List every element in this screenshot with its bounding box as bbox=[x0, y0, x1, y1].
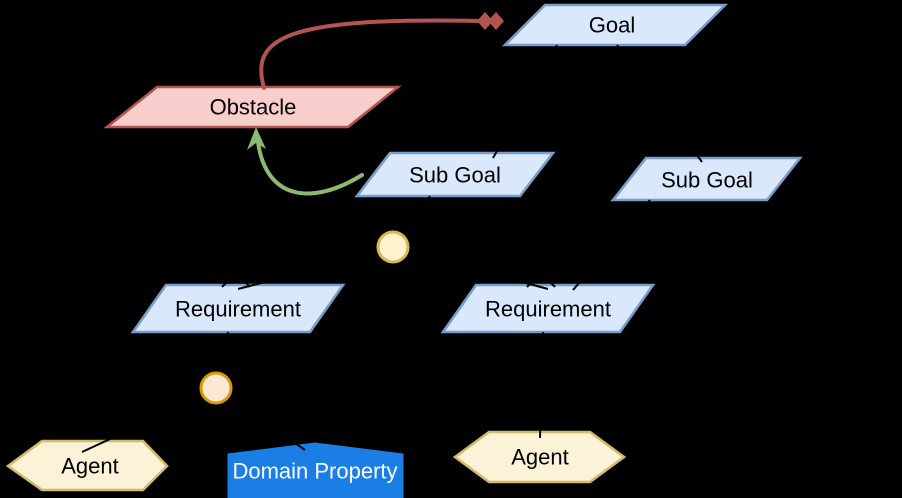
refinement-connector[interactable] bbox=[492, 44, 558, 159]
resolution-edge[interactable] bbox=[247, 127, 364, 196]
refinement-connector[interactable] bbox=[572, 199, 651, 291]
and-junction-top[interactable] bbox=[376, 230, 410, 264]
requirement-left-node[interactable]: Requirement bbox=[130, 283, 346, 334]
resolution-edge-line[interactable] bbox=[256, 140, 364, 196]
double-diamond-arrowhead-icon bbox=[488, 12, 504, 30]
domain-property-shape[interactable] bbox=[227, 442, 404, 498]
refinement-arc bbox=[526, 278, 556, 288]
agent-right-label: Agent bbox=[511, 445, 569, 470]
refinement-connector[interactable] bbox=[227, 395, 306, 451]
double-diamond-arrowhead-icon bbox=[477, 12, 493, 30]
obstruction-edge[interactable] bbox=[259, 12, 504, 90]
subgoal-right-label: Sub Goal bbox=[661, 168, 753, 193]
refinement-arc bbox=[221, 278, 251, 288]
and-junction-bottom[interactable] bbox=[199, 371, 233, 405]
refinement-connector[interactable] bbox=[218, 331, 229, 374]
subgoal-left-node[interactable]: Sub Goal bbox=[354, 151, 556, 198]
obstacle-node[interactable]: Obstacle bbox=[103, 85, 402, 129]
domain-property-node[interactable]: Domain Property bbox=[227, 442, 404, 498]
obstacle-shape[interactable] bbox=[103, 85, 402, 129]
arrow-head-icon bbox=[247, 127, 266, 150]
goal-label: Goal bbox=[589, 13, 635, 38]
refinement-connectors bbox=[81, 44, 703, 453]
refinement-connector[interactable] bbox=[539, 331, 544, 439]
requirement-left-label: Requirement bbox=[175, 297, 301, 322]
subgoal-left-label: Sub Goal bbox=[409, 163, 501, 188]
refinement-connector[interactable] bbox=[401, 195, 431, 236]
and-junction-top-circle[interactable] bbox=[376, 230, 410, 264]
domain-property-label: Domain Property bbox=[232, 459, 397, 484]
agent-right-shape[interactable] bbox=[452, 430, 627, 484]
requirement-left-shape[interactable] bbox=[130, 283, 346, 334]
refinement-connector[interactable] bbox=[81, 395, 204, 453]
subgoal-right-node[interactable]: Sub Goal bbox=[610, 156, 803, 202]
goal-shape[interactable] bbox=[501, 3, 729, 47]
and-junction-bottom-circle[interactable] bbox=[199, 371, 233, 405]
refinement-connector[interactable] bbox=[616, 44, 703, 163]
subgoal-left-shape[interactable] bbox=[354, 151, 556, 198]
subgoal-right-shape[interactable] bbox=[610, 156, 803, 202]
refinement-connector[interactable] bbox=[406, 250, 549, 290]
obstacle-label: Obstacle bbox=[210, 95, 297, 120]
agent-left-node[interactable]: Agent bbox=[5, 439, 169, 492]
requirement-right-node[interactable]: Requirement bbox=[440, 283, 656, 334]
agent-left-label: Agent bbox=[61, 454, 119, 479]
obstruction-edge-line[interactable] bbox=[259, 18, 480, 90]
requirement-right-shape[interactable] bbox=[440, 283, 656, 334]
agent-right-node[interactable]: Agent bbox=[452, 430, 627, 484]
goal-node[interactable]: Goal bbox=[501, 3, 729, 47]
refinement-connector[interactable] bbox=[237, 251, 380, 290]
agent-left-shape[interactable] bbox=[5, 439, 169, 492]
requirement-right-label: Requirement bbox=[485, 297, 611, 322]
